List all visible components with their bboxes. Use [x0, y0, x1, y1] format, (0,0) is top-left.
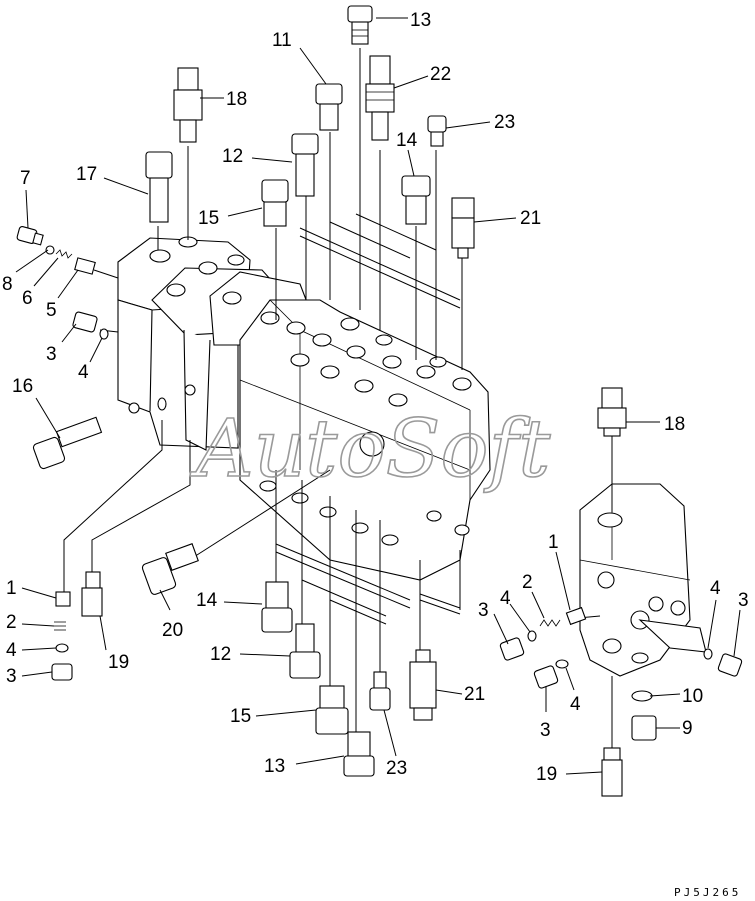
part-12-top	[291, 133, 319, 197]
callout-label: 20	[162, 620, 183, 641]
callout-label: 19	[536, 764, 557, 785]
callout-label: 4	[570, 694, 581, 715]
callout-label: 15	[198, 208, 219, 229]
part-17	[145, 151, 173, 223]
part-6-spring	[55, 249, 73, 259]
callout-label: 22	[430, 64, 451, 85]
callout-label: 23	[386, 758, 407, 779]
callout-label: 11	[272, 30, 292, 51]
part-15-top	[261, 179, 289, 227]
part-14-top	[401, 175, 431, 225]
part-4-right-b	[555, 659, 569, 669]
part-4-upper-left	[99, 328, 109, 340]
sub-valve-body	[579, 483, 707, 677]
part-11	[315, 83, 343, 131]
callout-label: 19	[108, 652, 129, 673]
callout-label: 6	[22, 288, 33, 309]
callout-label: 16	[12, 376, 33, 397]
callout-label: 17	[76, 164, 97, 185]
callout-label: 3	[6, 666, 17, 687]
callout-label: 3	[540, 720, 551, 741]
callout-label: 1	[6, 578, 17, 599]
part-4-right-a	[527, 630, 537, 642]
callout-label: 9	[682, 718, 693, 739]
callout-label: 3	[478, 600, 489, 621]
callout-label: 4	[78, 362, 89, 383]
part-3-upper-left	[72, 311, 98, 333]
part-4-right-c	[703, 648, 713, 660]
part-3-right-b	[533, 665, 559, 689]
part-16	[32, 416, 103, 470]
part-2-right	[539, 619, 561, 627]
callout-label: 8	[2, 274, 13, 295]
callout-label: 10	[682, 686, 703, 707]
part-13-top	[347, 5, 373, 45]
part-20	[141, 543, 199, 595]
callout-label: 13	[264, 756, 285, 777]
callout-label: 21	[520, 208, 541, 229]
part-18-top	[173, 67, 203, 143]
callout-label: 14	[396, 130, 418, 151]
part-3-left	[51, 663, 73, 681]
callout-label: 4	[6, 640, 17, 661]
part-12-bottom	[289, 623, 321, 679]
callout-label: 18	[226, 89, 247, 110]
part-1-left	[55, 591, 71, 607]
part-10-o-ring	[631, 690, 653, 702]
part-23-bottom	[369, 671, 391, 711]
callout-label: 18	[664, 414, 685, 435]
watermark-text: AutoSoft	[189, 402, 551, 495]
part-5	[74, 257, 96, 275]
part-4-left	[55, 643, 69, 653]
callout-label: 12	[210, 644, 231, 665]
callout-label: 5	[46, 300, 57, 321]
callout-label: 14	[196, 590, 218, 611]
callout-leaders	[15, 17, 741, 775]
callout-label: 7	[20, 168, 31, 189]
part-22-relief-valve	[365, 55, 395, 141]
callout-label: 3	[738, 590, 749, 611]
part-9-plug	[631, 715, 657, 741]
part-3-right-a	[499, 637, 525, 661]
part-7	[16, 226, 44, 246]
callout-label: 4	[710, 578, 721, 599]
callout-label: 1	[548, 532, 559, 553]
part-23-top	[427, 115, 447, 147]
parts	[16, 5, 743, 797]
part-21-top	[451, 197, 475, 259]
part-3-right-c	[717, 653, 743, 677]
callout-label: 2	[522, 572, 533, 593]
part-13-bottom	[343, 731, 375, 777]
callout-label: 3	[46, 344, 57, 365]
part-1-right	[565, 606, 587, 626]
part-19-right	[601, 747, 623, 797]
part-18-right	[597, 387, 627, 437]
part-14-bottom	[261, 581, 293, 633]
callout-label: 23	[494, 112, 515, 133]
part-15-bottom	[315, 685, 349, 735]
drawing-code: PJ5J265	[674, 886, 741, 899]
part-2-left	[54, 621, 66, 631]
part-21-bottom	[409, 649, 437, 721]
callout-label: 2	[6, 612, 17, 633]
callout-numbers: 13 11 22 18 23 12 14 7 17 21 15 8 6 5 3 …	[2, 10, 749, 785]
callout-label: 12	[222, 146, 243, 167]
part-8-o-ring	[45, 245, 55, 255]
callout-label: 4	[500, 588, 511, 609]
port-holes	[128, 236, 472, 546]
part-19-left	[81, 571, 103, 617]
callout-label: 15	[230, 706, 251, 727]
callout-label: 13	[410, 10, 431, 31]
callout-label: 21	[464, 684, 485, 705]
